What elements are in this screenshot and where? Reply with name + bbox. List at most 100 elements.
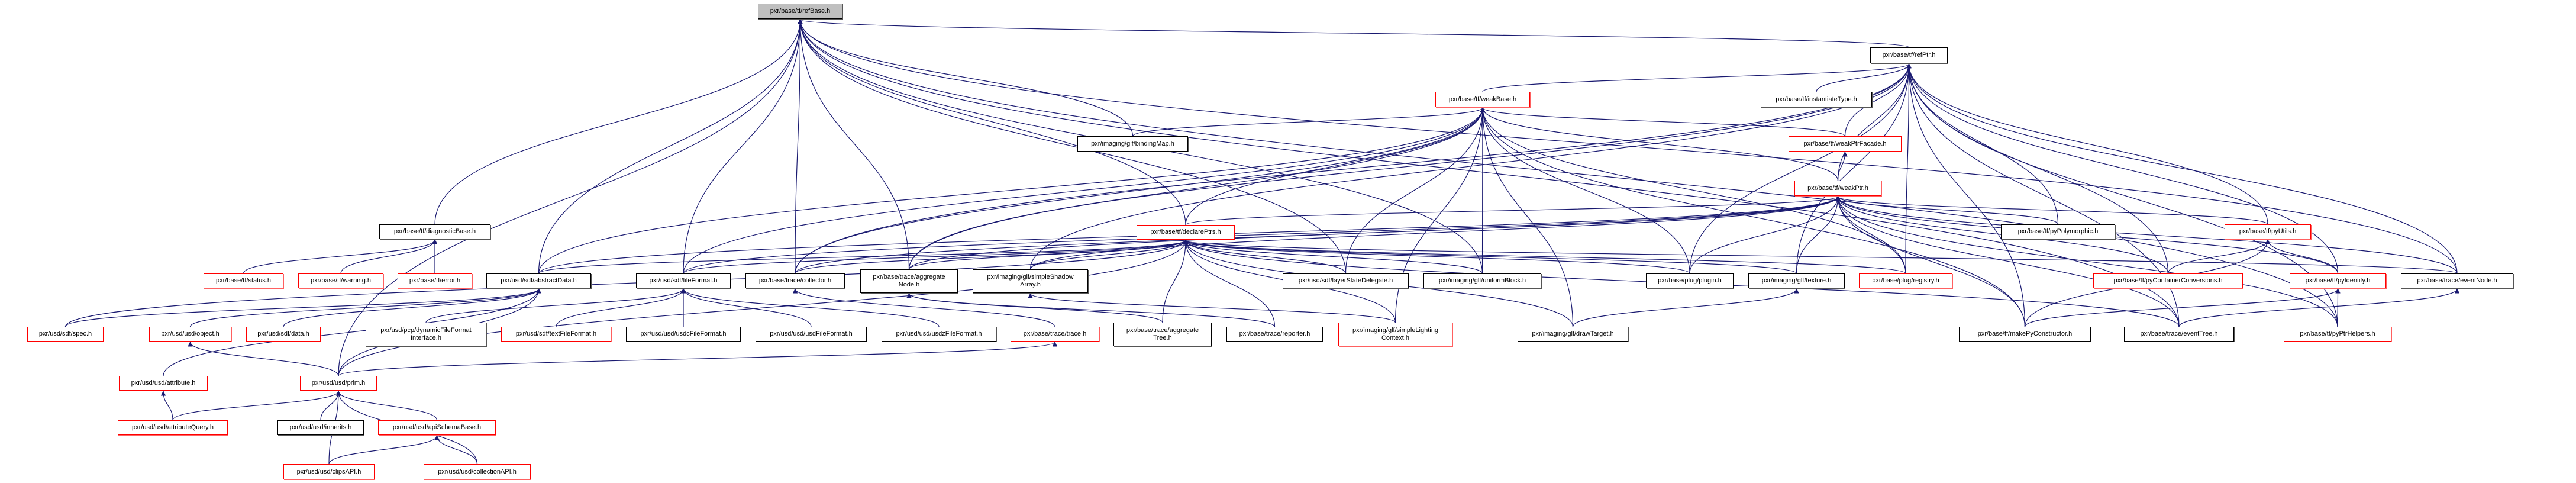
node-py-utils[interactable]: pxr/base/tf/pyUtils.h <box>2225 224 2311 239</box>
edge-inherits-to-prim <box>320 391 341 421</box>
edge-uniform-block-to-declare-ptrs <box>1183 240 1483 274</box>
edge-abstract-data-to-weak-base <box>538 107 1486 274</box>
edge-declare-ptrs-to-weak-base <box>1185 107 1486 226</box>
node-diagnostic-base[interactable]: pxr/base/tf/diagnosticBase.h <box>379 224 490 239</box>
edge-file-format-to-weak-ptr <box>683 196 1841 274</box>
edge-prim-to-object <box>188 342 339 376</box>
node-collector[interactable]: pxr/base/trace/collector.h <box>745 273 845 288</box>
edge-plugin-to-weak-ptr <box>1689 196 1841 274</box>
node-abstract-data[interactable]: pxr/usd/sdf/abstractData.h <box>486 273 591 288</box>
node-clips-api[interactable]: pxr/usd/usd/clipsAPI.h <box>283 464 375 479</box>
edge-texture-to-ref-ptr <box>1796 63 1912 274</box>
edge-plugin-to-weak-base <box>1480 107 1690 274</box>
node-py-ptr-helpers[interactable]: pxr/base/tf/pyPtrHelpers.h <box>2284 327 2391 342</box>
edge-weak-ptr-facade-to-ref-ptr <box>1844 63 1912 137</box>
node-make-py-constructor[interactable]: pxr/base/tf/makePyConstructor.h <box>1959 327 2091 342</box>
edge-abstract-data-to-declare-ptrs <box>538 240 1188 274</box>
edge-py-polymorphic-to-ref-ptr <box>1906 63 2059 225</box>
node-event-tree[interactable]: pxr/base/trace/eventTree.h <box>2124 327 2234 342</box>
node-layer-state-delegate[interactable]: pxr/usd/sdf/layerStateDelegate.h <box>1283 273 1409 288</box>
node-usdz-file-format[interactable]: pxr/usd/usd/usdzFileFormat.h <box>882 327 996 342</box>
node-attribute-query[interactable]: pxr/usd/usd/attributeQuery.h <box>118 420 228 435</box>
edge-event-node-to-ref-base <box>798 19 2458 274</box>
node-draw-target[interactable]: pxr/imaging/glf/drawTarget.h <box>1518 327 1628 342</box>
edge-abstract-data-to-ref-base <box>538 19 803 274</box>
node-object[interactable]: pxr/usd/usd/object.h <box>149 327 231 342</box>
node-uniform-block[interactable]: pxr/imaging/glf/uniformBlock.h <box>1423 273 1541 288</box>
edge-warning-to-diagnostic-base <box>340 239 438 274</box>
edge-texture-to-declare-ptrs <box>1183 240 1797 274</box>
node-file-format[interactable]: pxr/usd/sdf/fileFormat.h <box>636 273 731 288</box>
edge-draw-target-to-texture <box>1572 288 1799 327</box>
edge-diagnostic-base-to-ref-base <box>434 19 803 225</box>
edge-status-to-diagnostic-base <box>243 239 438 274</box>
node-texture[interactable]: pxr/imaging/glf/texture.h <box>1748 273 1845 288</box>
edge-py-identity-to-py-utils <box>2265 239 2339 274</box>
node-trace[interactable]: pxr/base/trace/trace.h <box>1011 327 1099 342</box>
edge-ref-ptr-to-ref-base <box>798 19 1910 48</box>
node-registry[interactable]: pxr/base/plug/registry.h <box>1859 273 1952 288</box>
node-weak-base[interactable]: pxr/base/tf/weakBase.h <box>1435 92 1530 107</box>
edge-instantiate-type-to-ref-ptr <box>1816 63 1912 92</box>
edge-py-identity-to-ref-ptr <box>1906 63 2339 274</box>
edge-prim-to-declare-ptrs <box>338 240 1189 376</box>
node-event-node[interactable]: pxr/base/trace/eventNode.h <box>2401 273 2513 288</box>
node-inherits[interactable]: pxr/usd/usd/inherits.h <box>277 420 364 435</box>
edge-binding-map-to-weak-base <box>1132 107 1486 137</box>
edge-py-polymorphic-to-weak-ptr <box>1835 196 2059 225</box>
edge-data-to-abstract-data <box>283 288 541 327</box>
edge-file-format-to-weak-base <box>683 107 1486 274</box>
edge-event-node-to-declare-ptrs <box>1183 240 2458 274</box>
node-reporter[interactable]: pxr/base/trace/reporter.h <box>1226 327 1323 342</box>
node-aggregate-tree[interactable]: pxr/base/trace/aggregate Tree.h <box>1113 323 1212 346</box>
node-api-schema-base[interactable]: pxr/usd/usd/apiSchemaBase.h <box>378 420 496 435</box>
node-simple-lighting-context[interactable]: pxr/imaging/glf/simpleLighting Context.h <box>1338 323 1452 346</box>
edge-make-py-constructor-to-ref-ptr <box>1906 63 2026 327</box>
node-dynamic-file-format-interface[interactable]: pxr/usd/pcp/dynamicFileFormat Interface.… <box>366 323 486 346</box>
edge-layer-state-delegate-to-weak-base <box>1345 107 1486 274</box>
node-instantiate-type[interactable]: pxr/base/tf/instantiateType.h <box>1761 92 1872 107</box>
edge-file-format-to-declare-ptrs <box>683 240 1188 274</box>
edge-spec-to-abstract-data <box>64 288 541 327</box>
node-py-container-conversions[interactable]: pxr/base/tf/pyContainerConversions.h <box>2093 273 2243 288</box>
edge-attribute-to-abstract-data <box>163 288 541 376</box>
node-spec[interactable]: pxr/usd/sdf/spec.h <box>27 327 104 342</box>
edge-registry-to-declare-ptrs <box>1183 240 1906 274</box>
node-text-file-format[interactable]: pxr/usd/sdf/textFileFormat.h <box>501 327 611 342</box>
node-ref-ptr[interactable]: pxr/base/tf/refPtr.h <box>1870 47 1948 63</box>
edge-aggregate-tree-to-aggregate-node <box>906 293 1163 323</box>
node-warning[interactable]: pxr/base/tf/warning.h <box>298 273 383 288</box>
node-data[interactable]: pxr/usd/sdf/data.h <box>246 327 321 342</box>
node-error[interactable]: pxr/base/tf/error.h <box>398 273 472 288</box>
node-declare-ptrs[interactable]: pxr/base/tf/declarePtrs.h <box>1137 225 1235 240</box>
node-ref-base: pxr/base/tf/refBase.h <box>758 4 842 19</box>
edge-prim-to-ref-base <box>338 19 803 376</box>
node-plugin[interactable]: pxr/base/plug/plugin.h <box>1646 273 1734 288</box>
edge-attribute-query-to-prim <box>172 391 341 421</box>
node-status[interactable]: pxr/base/tf/status.h <box>204 273 283 288</box>
node-weak-ptr[interactable]: pxr/base/tf/weakPtr.h <box>1794 181 1881 196</box>
edge-registry-to-weak-ptr <box>1835 196 1906 274</box>
node-usdc-file-format[interactable]: pxr/usd/usd/usdcFileFormat.h <box>626 327 741 342</box>
node-weak-ptr-facade[interactable]: pxr/base/tf/weakPtrFacade.h <box>1789 136 1902 152</box>
node-collection-api[interactable]: pxr/usd/usd/collectionAPI.h <box>424 464 531 479</box>
edge-aggregate-node-to-weak-ptr <box>908 196 1841 270</box>
edge-reporter-to-aggregate-node <box>906 293 1276 327</box>
node-aggregate-node[interactable]: pxr/base/trace/aggregate Node.h <box>860 269 958 293</box>
edge-py-utils-to-weak-ptr <box>1835 196 2268 225</box>
edge-plugin-to-declare-ptrs <box>1183 240 1690 274</box>
edge-prim-to-trace <box>338 342 1057 376</box>
node-simple-shadow-array[interactable]: pxr/imaging/glf/simpleShadow Array.h <box>973 269 1088 293</box>
edge-event-tree-to-event-node <box>2178 288 2460 327</box>
node-attribute[interactable]: pxr/usd/usd/attribute.h <box>119 376 208 391</box>
edge-declare-ptrs-to-weak-ptr <box>1185 196 1841 226</box>
edge-py-utils-to-ref-ptr <box>1906 63 2268 225</box>
node-binding-map[interactable]: pxr/imaging/glf/bindingMap.h <box>1077 136 1188 152</box>
edge-reporter-to-declare-ptrs <box>1183 240 1276 327</box>
node-usd-file-format[interactable]: pxr/usd/usd/usdFileFormat.h <box>756 327 867 342</box>
node-prim[interactable]: pxr/usd/usd/prim.h <box>300 376 377 391</box>
node-py-identity[interactable]: pxr/base/tf/pyIdentity.h <box>2290 273 2386 288</box>
edge-make-py-constructor-to-py-identity <box>2024 288 2341 327</box>
node-py-polymorphic[interactable]: pxr/base/tf/pyPolymorphic.h <box>2001 224 2115 239</box>
edge-collection-api-to-api-schema-base <box>434 435 478 465</box>
